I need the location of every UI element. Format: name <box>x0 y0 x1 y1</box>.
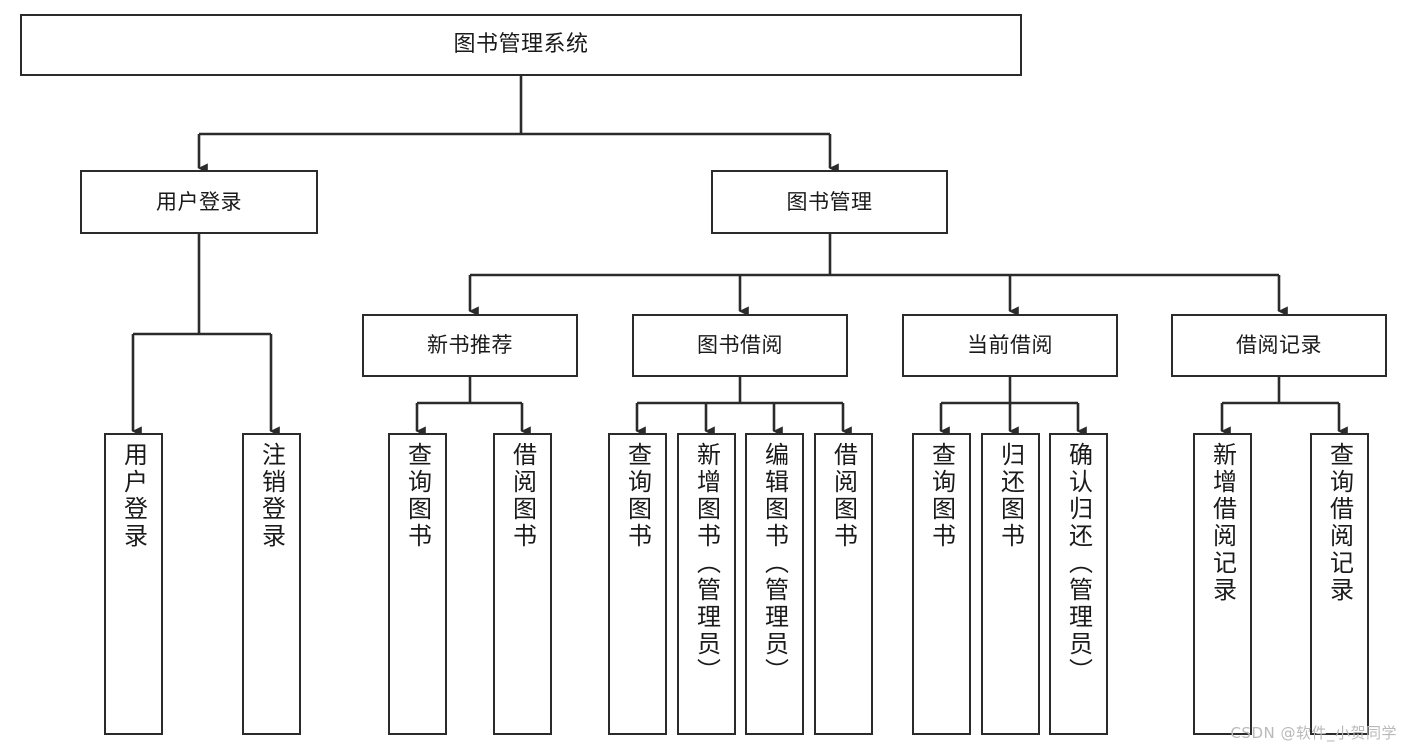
node-borrow-record[interactable]: 借阅记录 <box>1171 314 1387 377</box>
node-label: 查询图书 <box>623 442 652 550</box>
node-new-book-recommend[interactable]: 新书推荐 <box>362 314 578 377</box>
node-label: 查询借阅记录 <box>1325 442 1354 604</box>
node-label: 借阅图书 <box>508 442 537 550</box>
leaf-recommend-borrow-book[interactable]: 借阅图书 <box>493 433 552 735</box>
node-book-borrow[interactable]: 图书借阅 <box>632 314 848 377</box>
node-label: 新增借阅记录 <box>1208 442 1237 604</box>
node-label: 注销登录 <box>257 442 286 550</box>
node-book-management[interactable]: 图书管理 <box>711 170 948 234</box>
leaf-current-return-book[interactable]: 归还图书 <box>981 433 1040 735</box>
csdn-watermark: CSDN @软件_小贺同学 <box>1230 724 1397 742</box>
node-label: 借阅图书 <box>829 442 858 550</box>
node-label: 编辑图书（管理员） <box>760 442 789 685</box>
leaf-borrow-add-book-admin[interactable]: 新增图书（管理员） <box>677 433 736 735</box>
node-label: 借阅记录 <box>1236 333 1322 358</box>
node-label: 图书管理系统 <box>453 32 589 58</box>
leaf-borrow-borrow-book[interactable]: 借阅图书 <box>814 433 873 735</box>
leaf-user-login-logout[interactable]: 注销登录 <box>242 433 301 735</box>
node-label: 图书管理 <box>786 189 873 214</box>
leaf-current-query-book[interactable]: 查询图书 <box>912 433 971 735</box>
node-label: 当前借阅 <box>967 333 1053 358</box>
node-book-management-system[interactable]: 图书管理系统 <box>20 14 1022 76</box>
node-label: 图书借阅 <box>697 333 783 358</box>
node-label: 归还图书 <box>996 442 1025 550</box>
leaf-user-login-login[interactable]: 用户登录 <box>104 433 163 735</box>
leaf-record-query-record[interactable]: 查询借阅记录 <box>1310 433 1369 735</box>
leaf-borrow-query-book[interactable]: 查询图书 <box>608 433 667 735</box>
node-label: 确认归还（管理员） <box>1064 442 1093 685</box>
node-current-borrow[interactable]: 当前借阅 <box>902 314 1118 377</box>
leaf-current-confirm-return-admin[interactable]: 确认归还（管理员） <box>1049 433 1108 735</box>
node-label: 用户登录 <box>119 442 148 550</box>
leaf-record-add-record[interactable]: 新增借阅记录 <box>1193 433 1252 735</box>
node-label: 用户登录 <box>156 189 242 214</box>
leaf-borrow-edit-book-admin[interactable]: 编辑图书（管理员） <box>745 433 804 735</box>
node-user-login[interactable]: 用户登录 <box>80 170 318 234</box>
leaf-recommend-query-book[interactable]: 查询图书 <box>388 433 447 735</box>
node-label: 新增图书（管理员） <box>692 442 721 685</box>
node-label: 新书推荐 <box>427 333 513 358</box>
node-label: 查询图书 <box>927 442 956 550</box>
node-label: 查询图书 <box>403 442 432 550</box>
